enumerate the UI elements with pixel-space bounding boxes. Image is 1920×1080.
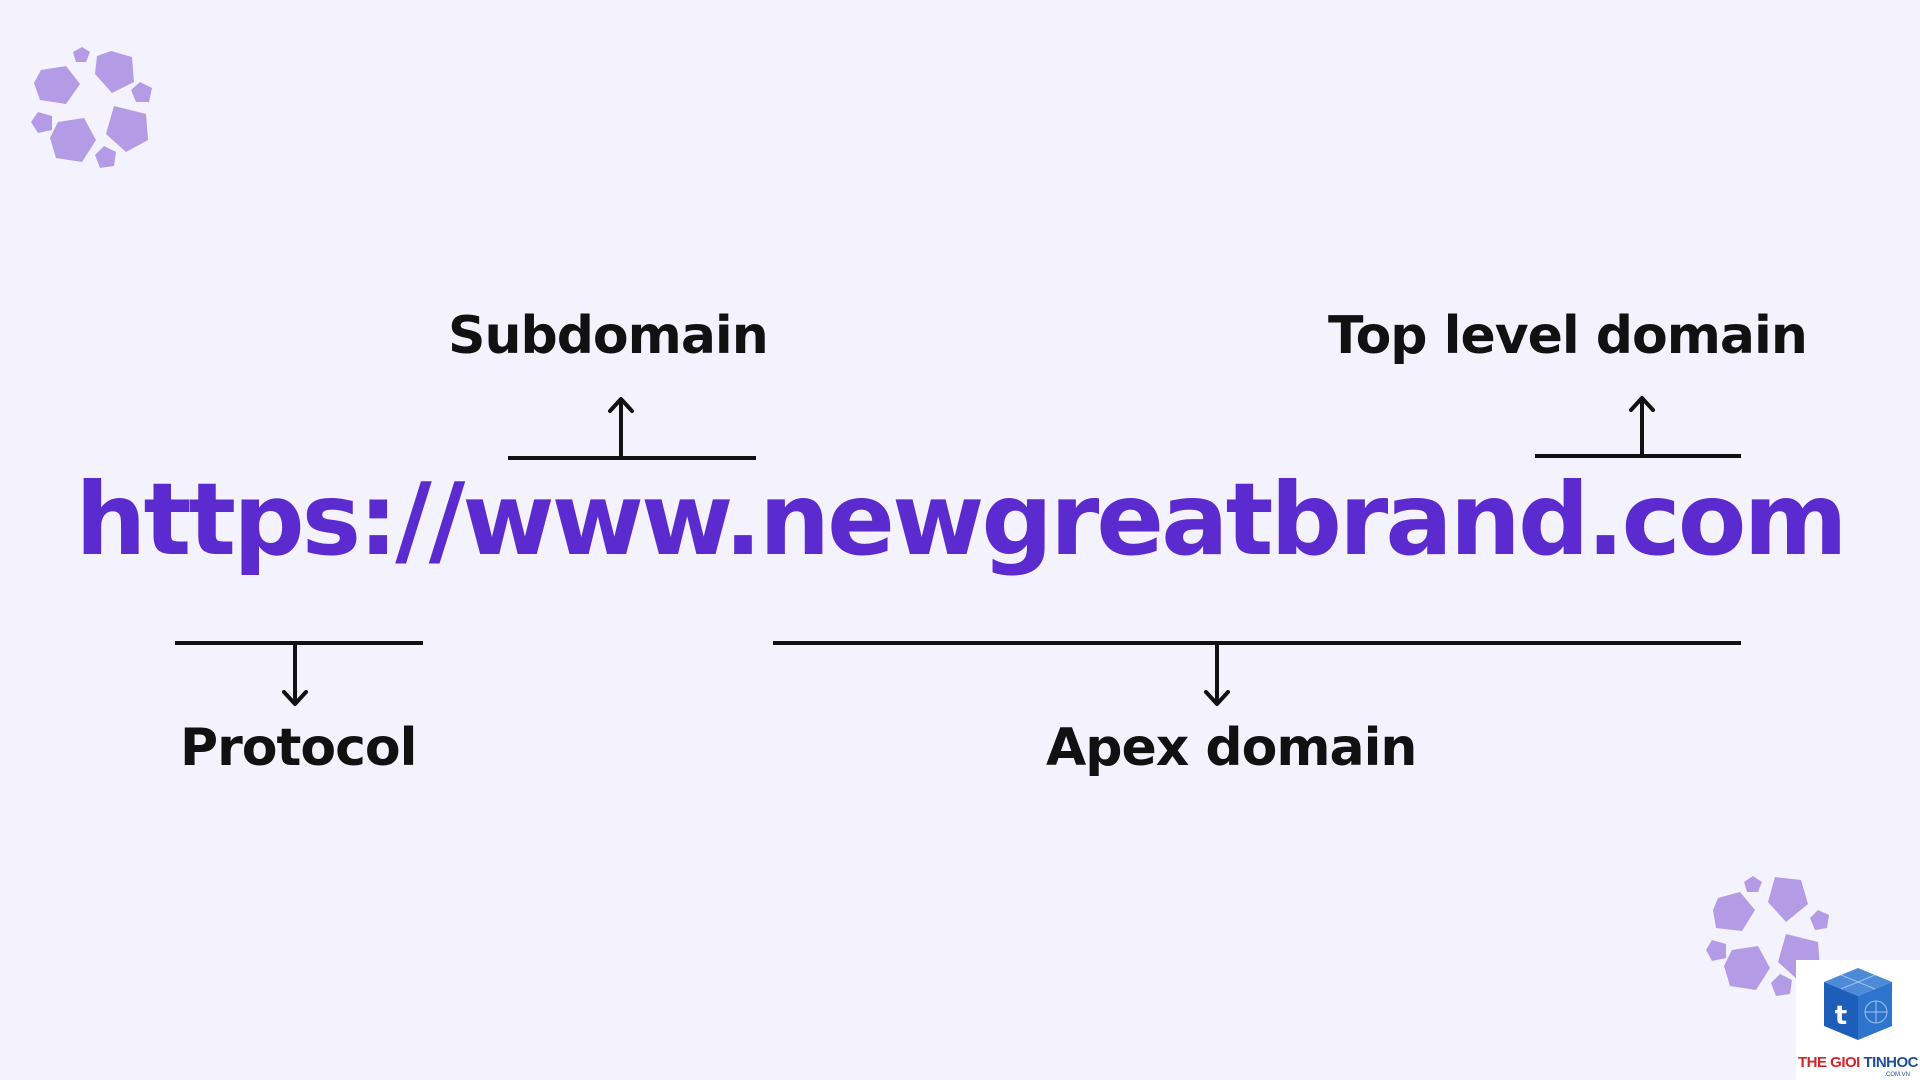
subdomain-label: Subdomain: [448, 306, 769, 366]
pentagon-shape: [131, 82, 152, 102]
pentagon-shape: [31, 112, 52, 133]
pentagon-shape: [95, 51, 134, 93]
watermark-domain-text: .COM.VN: [1884, 1072, 1910, 1078]
pentagon-shape: [1706, 940, 1726, 961]
pentagon-shape: [1724, 946, 1770, 990]
apex-arrow-head-icon: [1204, 690, 1230, 706]
pentagon-shape: [1744, 876, 1762, 892]
subdomain-arrow-head-icon: [608, 397, 634, 413]
pentagon-cluster-top-left: [31, 47, 152, 168]
pentagon-shape: [50, 118, 96, 162]
subdomain-bracket: [508, 397, 756, 460]
protocol-arrow-head-icon: [282, 690, 308, 706]
svg-text:t: t: [1835, 1001, 1847, 1031]
example-url: https://www.newgreatbrand.com: [75, 461, 1847, 578]
pentagon-shape: [1768, 877, 1808, 922]
pentagon-shape: [1771, 974, 1792, 996]
top-level-domain-label: Top level domain: [1328, 306, 1808, 366]
apex-bracket: [773, 641, 1741, 706]
pentagon-shape: [34, 66, 80, 104]
apex-domain-label: Apex domain: [1046, 718, 1417, 778]
pentagon-shape: [106, 106, 148, 152]
tld-arrow-head-icon: [1629, 396, 1655, 412]
pentagon-shape: [1713, 892, 1755, 931]
pentagon-shape: [73, 47, 90, 62]
protocol-label: Protocol: [180, 718, 417, 778]
protocol-bracket: [175, 641, 423, 706]
watermark-brand-text: THE GIOI TINHOC: [1797, 1054, 1919, 1071]
watermark-logo: t THE GIOI TINHOC .COM.VN: [1796, 960, 1920, 1080]
cube-logo-icon: t: [1824, 968, 1892, 1040]
pentagon-shape: [95, 146, 116, 168]
pentagon-shape: [1810, 910, 1829, 930]
tld-bracket: [1535, 396, 1741, 458]
